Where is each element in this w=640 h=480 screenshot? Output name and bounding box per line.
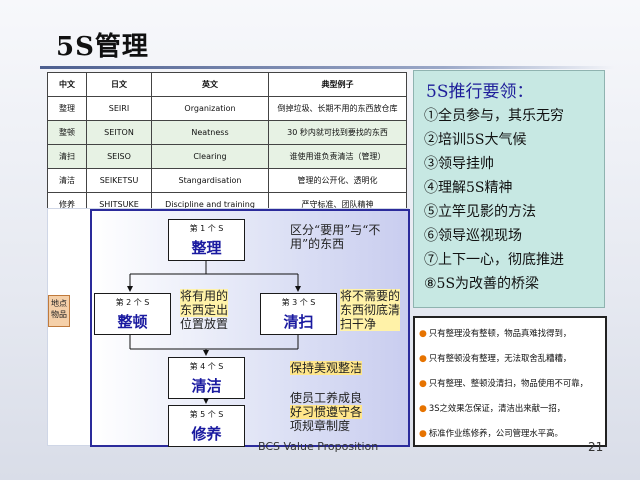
bullet-icon: ● [419, 329, 427, 339]
box-step-label: 第 1 个 S [189, 224, 224, 233]
cell-example: 30 秒内就可找到要找的东西 [268, 120, 407, 145]
footer-text: BCS Value Proposition [258, 440, 379, 453]
box-step-label: 第 4 个 S [189, 362, 224, 371]
key-point-item: ⑦上下一心，彻底推进 [424, 252, 564, 268]
note-item: ●只有整理没有整顿，物品真难找得到， [419, 327, 571, 339]
page-title: 5S管理 [56, 32, 149, 62]
cell-chinese: 清洁 [47, 168, 87, 193]
desc-line: 位置放置 [180, 317, 229, 331]
note-text: 只有整理没有整顿，物品真难找得到， [428, 328, 572, 338]
bullet-icon: ● [419, 429, 427, 439]
table-row: 清扫 SEISO Clearing 谁使用谁负责清洁（管理） [47, 144, 407, 169]
bullet-icon: ● [419, 379, 427, 389]
desc-line: 项规章制度 [290, 419, 351, 433]
desc-seiketsu: 保持美观整洁 [290, 361, 363, 375]
desc-line: 使员工养成良 [290, 391, 363, 405]
bullet-icon: ● [419, 354, 427, 364]
cell-chinese: 整顿 [47, 120, 87, 145]
cell-english: Organization [151, 96, 269, 121]
cell-example: 倒掉垃圾、长期不用的东西放仓库 [268, 96, 407, 121]
table-header-row: 中文 日文 英文 典型例子 [47, 72, 407, 97]
cell-japanese: SEISO [86, 144, 152, 169]
diagram-area: 第 1 个 S 整理 第 2 个 S 整顿 第 3 个 S 清扫 第 4 个 S… [90, 209, 410, 447]
desc-line: 用”的东西 [290, 237, 345, 251]
note-text: 只有整理、整顿没清扫，物品使用不可靠， [428, 378, 588, 388]
key-point-item: ②培训5S大气候 [424, 132, 527, 148]
desc-line: 将有用的 [180, 289, 229, 303]
location-items-label: 地点物品 [48, 295, 70, 327]
col-chinese: 中文 [47, 72, 87, 97]
box-seiketsu: 第 4 个 S 清洁 [168, 357, 245, 399]
col-english: 英文 [151, 72, 269, 97]
box-step-title: 整理 [191, 239, 222, 257]
desc-line: 区分“要用”与“不 [290, 223, 381, 237]
table-row: 整理 SEIRI Organization 倒掉垃圾、长期不用的东西放仓库 [47, 96, 407, 121]
terms-table: 中文 日文 英文 典型例子 整理 SEIRI Organization 倒掉垃圾… [47, 72, 407, 217]
note-text: 只有整顿没有整理，无法取舍乱糟糟， [428, 353, 572, 363]
note-item: ●3S之效果怎保证，清洁出来献一招， [419, 402, 565, 414]
key-points-panel: 5S推行要领： ①全员参与，其乐无穷 ②培训5S大气候 ③领导挂帅 ④理解5S精… [413, 70, 605, 308]
desc-seiton: 将有用的 东西定出 位置放置 [180, 289, 229, 331]
desc-line: 好习惯遵守各 [290, 405, 363, 419]
cell-chinese: 整理 [47, 96, 87, 121]
note-item: ●只有整理、整顿没清扫，物品使用不可靠， [419, 377, 588, 389]
box-step-title: 整顿 [117, 313, 148, 331]
box-step-label: 第 5 个 S [189, 410, 224, 419]
box-step-title: 修养 [191, 425, 222, 443]
key-point-item: ④理解5S精神 [424, 180, 513, 196]
desc-seiri: 区分“要用”与“不 用”的东西 [290, 223, 380, 251]
note-item: ●只有整顿没有整理，无法取舍乱糟糟， [419, 352, 571, 364]
desc-line: 东西彻底清 [340, 303, 401, 317]
box-step-label: 第 2 个 S [115, 298, 150, 307]
page-number: 21 [588, 440, 604, 454]
col-japanese: 日文 [86, 72, 152, 97]
key-point-item: ③领导挂帅 [424, 156, 494, 172]
desc-line: 扫干净 [340, 317, 401, 331]
bullet-icon: ● [419, 404, 427, 414]
cell-japanese: SEITON [86, 120, 152, 145]
box-seiton: 第 2 个 S 整顿 [94, 293, 171, 335]
key-point-item: ⑥领导巡视现场 [424, 228, 522, 244]
key-points-heading: 5S推行要领： [426, 82, 534, 102]
note-text: 3S之效果怎保证，清洁出来献一招， [428, 403, 566, 413]
cell-example: 管理的公开化、透明化 [268, 168, 407, 193]
key-point-item: ⑤立竿见影的方法 [424, 204, 536, 220]
box-step-title: 清洁 [191, 377, 222, 395]
cell-english: Neatness [151, 120, 269, 145]
cell-japanese: SEIKETSU [86, 168, 152, 193]
box-step-label: 第 3 个 S [281, 298, 316, 307]
desc-seiso: 将不需要的 东西彻底清 扫干净 [340, 289, 401, 331]
col-example: 典型例子 [268, 72, 407, 97]
key-point-item: ①全员参与，其乐无穷 [424, 108, 564, 124]
cell-chinese: 清扫 [47, 144, 87, 169]
cell-japanese: SEIRI [86, 96, 152, 121]
table-row: 清洁 SEIKETSU Stangardisation 管理的公开化、透明化 [47, 168, 407, 193]
box-seiso: 第 3 个 S 清扫 [260, 293, 337, 335]
note-item: ●标准作业练修养，公司管理水平高。 [419, 427, 563, 439]
desc-line: 保持美观整洁 [290, 361, 363, 375]
key-point-item: ⑧5S为改善的桥梁 [424, 276, 540, 292]
box-step-title: 清扫 [283, 313, 314, 331]
table-row: 整顿 SEITON Neatness 30 秒内就可找到要找的东西 [47, 120, 407, 145]
cell-example: 谁使用谁负责清洁（管理） [268, 144, 407, 169]
desc-line: 东西定出 [180, 303, 229, 317]
desc-shitsuke: 使员工养成良 好习惯遵守各 项规章制度 [290, 391, 363, 433]
box-shitsuke: 第 5 个 S 修养 [168, 405, 245, 447]
box-seiri: 第 1 个 S 整理 [168, 219, 245, 261]
cell-english: Clearing [151, 144, 269, 169]
cell-english: Stangardisation [151, 168, 269, 193]
desc-line: 将不需要的 [340, 289, 401, 303]
note-text: 标准作业练修养，公司管理水平高。 [428, 428, 563, 438]
5s-flow-diagram: 地点物品 第 1 个 S 整理 [47, 208, 410, 447]
title-divider [40, 66, 615, 69]
notes-panel: ●只有整理没有整顿，物品真难找得到， ●只有整顿没有整理，无法取舍乱糟糟， ●只… [413, 316, 607, 447]
